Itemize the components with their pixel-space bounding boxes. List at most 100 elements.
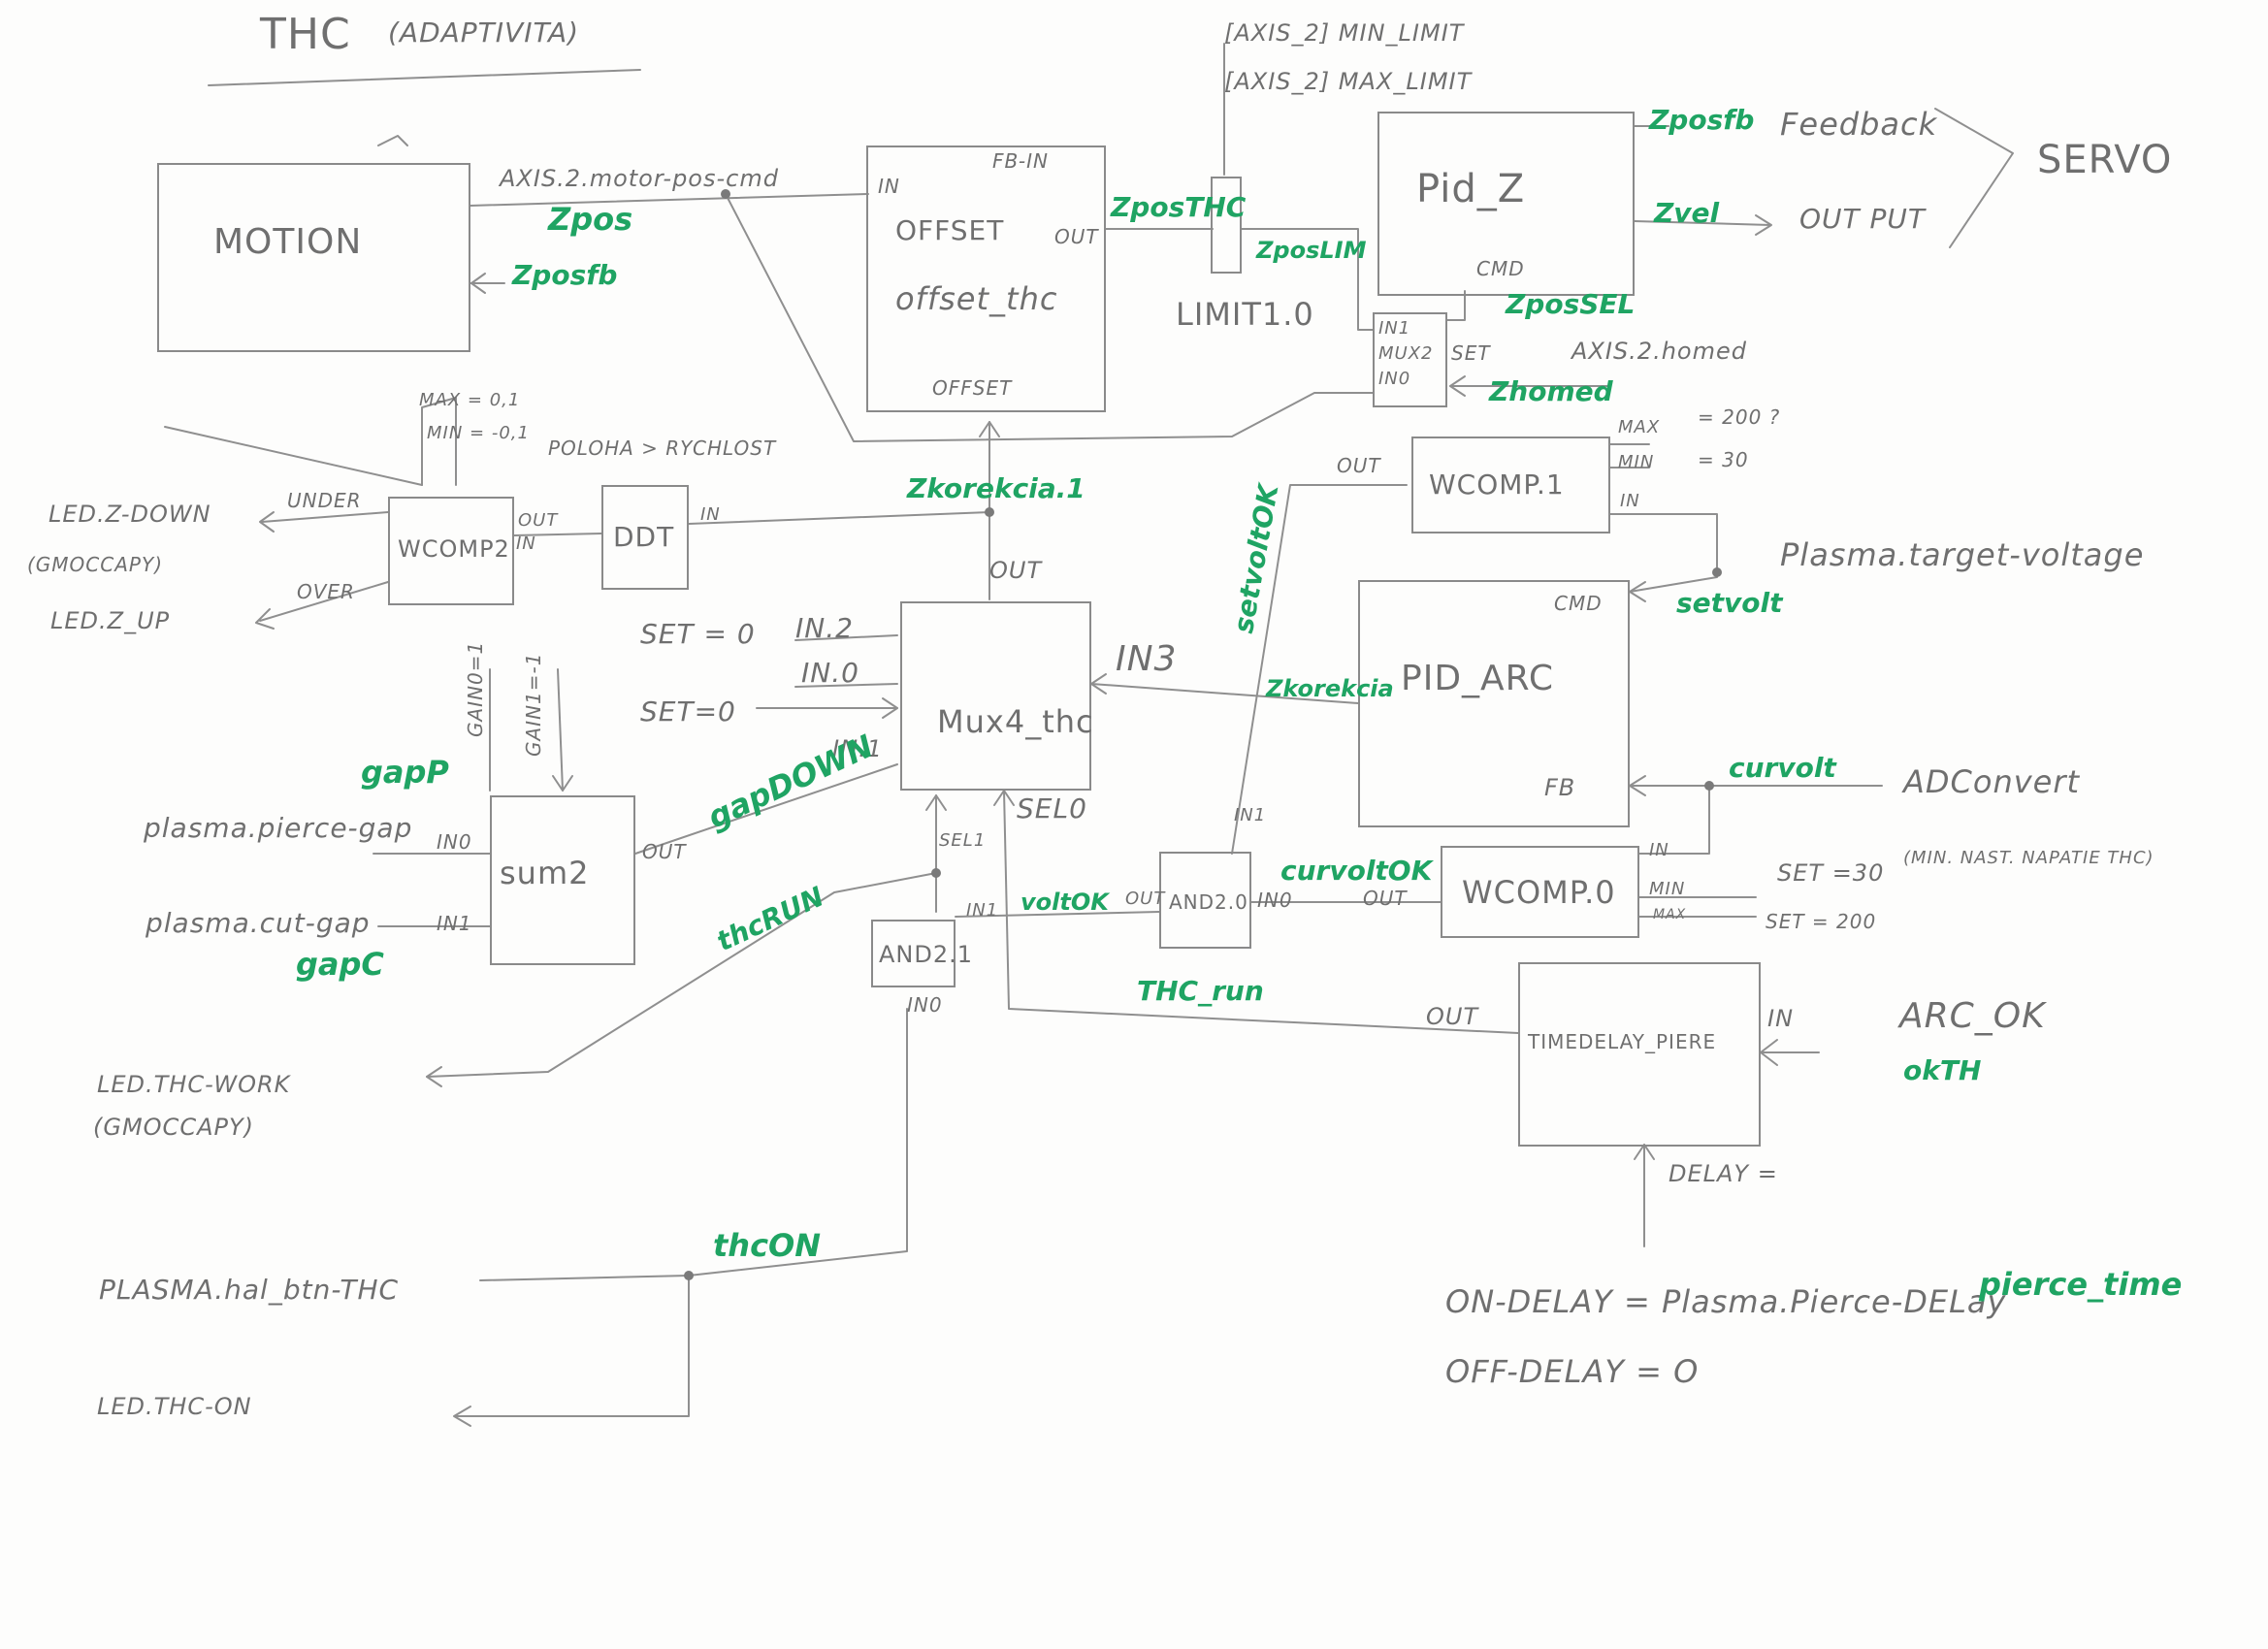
title-underline (208, 69, 641, 86)
block-and20-label: AND2.0 (1169, 890, 1248, 914)
signal-gapc: gapC (296, 946, 384, 983)
block-wcomp0-label: WCOMP.0 (1462, 874, 1616, 911)
mux4-set0-b: SET=0 (640, 695, 736, 728)
pin-pid-arc-cmd: CMD (1554, 592, 1603, 615)
block-timedelay: TIMEDELAY_PIERE (1518, 962, 1761, 1147)
pin-wcomp0-max: MAX (1653, 907, 1687, 922)
block-mux2-label: MUX2 (1378, 343, 1434, 364)
wire-korekcia-ddt (688, 511, 990, 525)
arrow-mux4-set0 (882, 697, 898, 719)
pin-mux4-in1: IN.1 (832, 735, 883, 762)
pin-and20-out: OUT (1125, 889, 1166, 909)
label-led-thc-work: LED.THC-WORK (97, 1071, 291, 1098)
axis-max-limit: [AXIS_2] MAX_LIMIT (1224, 68, 1473, 95)
block-mux4: Mux4_thc (900, 601, 1093, 791)
block-offset: FB-IN IN OFFSET OUT offset_thc OFFSET (866, 146, 1106, 412)
pin-sum2-in0: IN0 (437, 830, 472, 854)
pin-wcomp0-min: MIN (1649, 879, 1686, 899)
wire-thcon (479, 1008, 908, 1281)
pin-mux4-in0: IN.0 (801, 657, 859, 689)
block-sum2-label: sum2 (500, 855, 590, 891)
label-servo: SERVO (2037, 138, 2173, 182)
arrow-over (255, 608, 275, 630)
block-wcomp0: WCOMP.0 (1441, 846, 1639, 938)
label-feedback: Feedback (1780, 106, 1938, 143)
timedelay-off-delay: OFF-DELAY = O (1445, 1353, 1700, 1390)
label-adconvert: ADConvert (1903, 763, 2081, 800)
junction-cmd (721, 189, 730, 199)
signal-zkorekcia-1: Zkorekcia.1 (907, 472, 1085, 504)
signal-okth: okTH (1903, 1054, 1982, 1086)
pin-td-out: OUT (1426, 1003, 1479, 1030)
arrow-under (259, 511, 275, 533)
pin-mux4-in3: IN3 (1116, 639, 1178, 679)
label-led-z-up: LED.Z_UP (50, 607, 171, 634)
block-pid-z-label: Pid_Z (1416, 167, 1526, 211)
pin-wcomp2-over: OVER (297, 580, 355, 603)
pin-mux2-in0: IN0 (1378, 369, 1411, 389)
junction-sel1 (931, 868, 941, 878)
wcomp0-set30: SET =30 (1777, 859, 1885, 887)
pin-wcomp2-in: IN (516, 534, 536, 554)
label-wcomp2-max: MAX = 0,1 (419, 390, 521, 410)
sum2-gain0: GAIN0=1 (464, 640, 487, 737)
label-arc-ok: ARC_OK (1899, 996, 2046, 1036)
wire-pidarc-mux4 (1090, 683, 1359, 704)
timedelay-on-delay: ON-DELAY = Plasma.Pierce-DELay (1445, 1283, 2007, 1320)
pin-wcomp0-in: IN (1649, 840, 1669, 860)
block-pid-arc-label: PID_ARC (1401, 659, 1555, 698)
signal-zhomed: Zhomed (1489, 375, 1613, 407)
signal-zposthc: ZposTHC (1111, 191, 1247, 223)
signal-curvolt: curvolt (1729, 752, 1836, 784)
block-ddt: DDT (601, 485, 689, 590)
signal-zposfb-right: Zposfb (1649, 104, 1755, 136)
pin-and20-in1: IN1 (1234, 805, 1267, 825)
label-output: OUT PUT (1799, 203, 1927, 235)
pin-wcomp0-out: OUT (1363, 887, 1408, 910)
page-title: THC (260, 10, 351, 59)
signal-thc-run: THC_run (1137, 975, 1264, 1007)
signal-zposlim: ZposLIM (1256, 237, 1367, 264)
block-ddt-label: DDT (613, 521, 675, 553)
pin-sum2-in1: IN1 (437, 912, 472, 935)
block-motion-label: MOTION (213, 222, 363, 262)
label-gmoccapy-2: (GMOCCAPY) (93, 1114, 254, 1141)
wire-and20-and21 (955, 911, 1160, 918)
wire-thc-run (1003, 790, 1519, 1034)
pin-and20-in0: IN0 (1257, 889, 1293, 912)
wire-mux4-in2 (794, 634, 898, 641)
block-and21-label: AND2.1 (879, 941, 974, 968)
pin-and21-in1: IN1 (966, 900, 999, 921)
pin-wcomp1-in: IN (1620, 491, 1640, 511)
block-wcomp2: WCOMP2 (388, 497, 514, 605)
pin-mux2-in1: IN1 (1378, 318, 1411, 339)
block-and21: AND2.1 (871, 920, 972, 987)
pin-wcomp1-out: OUT (1337, 454, 1381, 477)
label-plasma-btn: PLASMA.hal_btn-THC (99, 1274, 400, 1306)
block-limit (1211, 177, 1242, 274)
pin-fb-in: FB-IN (992, 149, 1049, 173)
label-led-thc-on: LED.THC-ON (97, 1393, 252, 1420)
wcomp0-set30-note: (MIN. NAST. NAPATIE THC) (1903, 848, 2155, 868)
junction-thcon (684, 1271, 694, 1280)
block-wcomp1: WCOMP.1 (1411, 436, 1610, 534)
pin-mux2-set: SET (1451, 341, 1491, 365)
block-wcomp1-label: WCOMP.1 (1429, 469, 1565, 501)
pin-mux4-in2: IN.2 (795, 612, 854, 644)
signal-zpossel: ZposSEL (1506, 288, 1636, 320)
pin-wcomp2-under: UNDER (287, 489, 362, 512)
wire-gapdown (634, 763, 898, 855)
arrow-pid-output (1755, 214, 1772, 236)
pin-mux4-sel1: SEL1 (939, 830, 987, 851)
arrow-mux4-offset (979, 421, 1000, 437)
wire-gain1 (557, 668, 564, 792)
wire-pid-output (1634, 220, 1771, 226)
wire-ddt-wcomp2 (513, 533, 602, 536)
wcomp1-min-value: = 30 (1698, 448, 1749, 471)
label-pierce-gap: plasma.pierce-gap (144, 812, 413, 844)
pin-offset-out: OUT (1054, 225, 1099, 248)
wire-limit-mux2 (1241, 228, 1374, 331)
label-poloha: POLOHA > RYCHLOST (548, 436, 777, 460)
pin-wcomp1-max: MAX (1618, 417, 1661, 437)
